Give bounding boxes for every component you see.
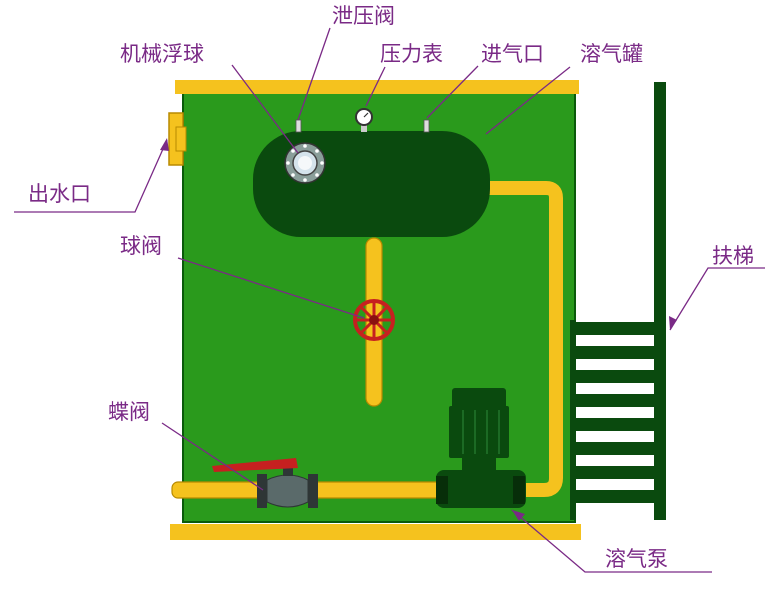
label-butterfly-valve: 蝶阀: [108, 400, 150, 424]
ladder-icon: [570, 82, 666, 520]
label-pressure-gauge: 压力表: [380, 42, 443, 66]
label-ball-valve: 球阀: [120, 234, 162, 258]
leader-ball-valve: [177, 257, 365, 319]
label-ladder: 扶梯: [712, 244, 754, 268]
leader-ladder: [669, 267, 765, 331]
label-mechanical-float: 机械浮球: [120, 42, 204, 66]
leader-relief-valve: [297, 27, 331, 121]
leader-outlet: [14, 139, 168, 213]
label-water-outlet: 出水口: [28, 182, 91, 206]
air-inlet-nozzle: [423, 119, 430, 133]
leader-air-inlet: [426, 65, 479, 119]
leader-float: [231, 64, 299, 154]
label-dissolved-air-tank: 溶气罐: [580, 42, 643, 66]
top-frame: [175, 80, 579, 94]
label-air-inlet: 进气口: [481, 42, 544, 66]
pressure-gauge-icon: [355, 108, 373, 132]
label-relief-valve: 泄压阀: [332, 4, 395, 28]
relief-valve-nozzle: [295, 119, 302, 133]
leader-pump: [511, 509, 712, 573]
arrowhead-pump: [512, 510, 525, 521]
leader-tank: [485, 66, 571, 135]
air-vessel: [253, 131, 490, 237]
float-ball-icon: [284, 142, 326, 184]
pump-discharge-pipe: [487, 181, 563, 497]
leader-gauge: [365, 66, 386, 107]
butterfly-valve-icon: [212, 458, 318, 508]
ball-valve-icon: [353, 299, 395, 341]
pump-icon: [436, 388, 526, 508]
arrowhead-ladder: [669, 316, 677, 330]
outlet-stub: [175, 126, 187, 152]
leader-butterfly-valve: [161, 422, 264, 491]
arrowhead-outlet: [160, 138, 169, 151]
bottom-frame: [170, 524, 581, 540]
label-dissolved-air-pump: 溶气泵: [605, 547, 668, 571]
